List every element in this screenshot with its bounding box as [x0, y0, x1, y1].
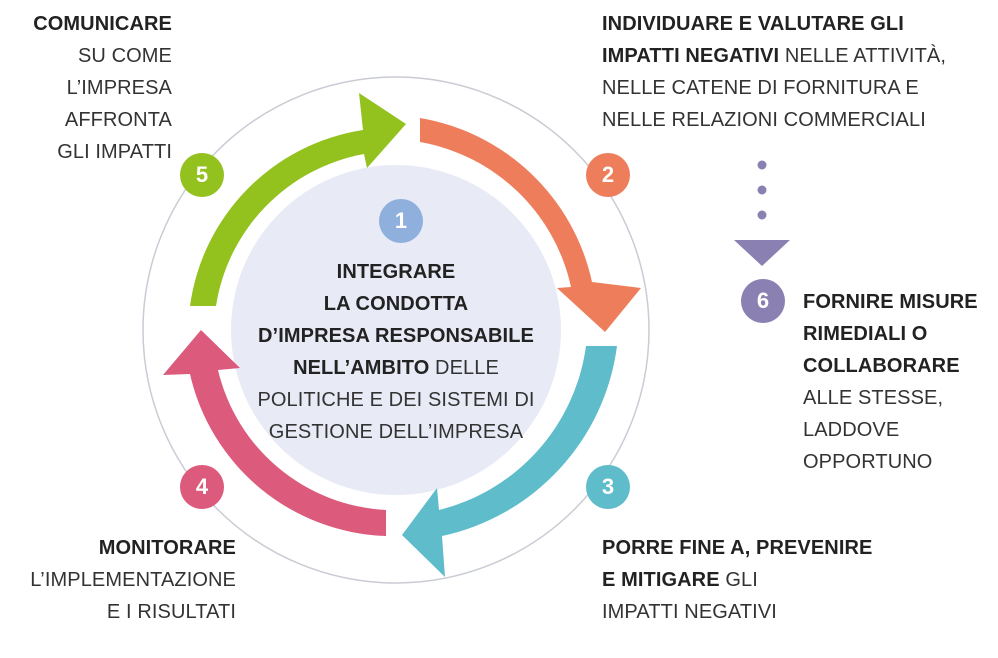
body-text: NELLE RELAZIONI COMMERCIALI	[602, 109, 926, 131]
emphasis-text: INDIVIDUARE E VALUTARE GLI	[602, 13, 904, 35]
text-line: NELL’AMBITO DELLE	[236, 352, 556, 384]
step-3-badge: 3	[586, 465, 630, 509]
body-text: DELLE	[429, 357, 499, 379]
body-text: SU COME	[77, 45, 172, 67]
text-line: GLI IMPATTI	[10, 136, 172, 168]
connector-dot	[757, 185, 767, 195]
emphasis-text: FORNIRE MISURE	[803, 291, 978, 313]
body-text: OPPORTUNO	[803, 451, 933, 473]
text-line: OPPORTUNO	[803, 446, 993, 478]
step-4-text: MONITORARE L’IMPLEMENTAZIONE E I RISULTATI	[10, 532, 236, 628]
step-2-text: INDIVIDUARE E VALUTARE GLI IMPATTI NEGATI…	[602, 8, 982, 136]
emphasis-text: MONITORARE	[98, 537, 236, 559]
text-line: LA CONDOTTA	[236, 288, 556, 320]
text-line: INTEGRARE	[236, 256, 556, 288]
step-3-text: PORRE FINE A, PREVENIRE E MITIGARE GLI IMP…	[602, 532, 902, 628]
emphasis-text: COLLABORARE	[803, 355, 960, 377]
body-text: L’IMPRESA	[66, 77, 172, 99]
text-line: NELLE RELAZIONI COMMERCIALI	[602, 104, 982, 136]
cycle-arrow-2-to-3	[420, 118, 641, 332]
text-line: IMPATTI NEGATIVI NELLE ATTIVITÀ,	[602, 40, 982, 72]
emphasis-text: PORRE FINE A, PREVENIRE	[602, 537, 873, 559]
body-text: AFFRONTA	[64, 109, 172, 131]
emphasis-text: INTEGRARE	[336, 261, 456, 283]
step-5-badge: 5	[180, 153, 224, 197]
text-line: INDIVIDUARE E VALUTARE GLI	[602, 8, 982, 40]
text-line: COLLABORARE	[803, 350, 993, 382]
body-text: NELLE ATTIVITÀ,	[779, 45, 946, 67]
text-line: L’IMPRESA	[10, 72, 172, 104]
emphasis-text: NELL’AMBITO	[293, 357, 430, 379]
center-disc	[231, 165, 561, 495]
body-text: E I RISULTATI	[106, 601, 236, 623]
body-text: L’IMPLEMENTAZIONE	[30, 569, 236, 591]
text-line: MONITORARE	[10, 532, 236, 564]
body-text: GESTIONE DELL’IMPRESA	[268, 421, 524, 443]
text-line: COMUNICARE	[10, 8, 172, 40]
text-line: POLITICHE E DEI SISTEMI DI	[236, 384, 556, 416]
emphasis-text: E MITIGARE	[602, 569, 720, 591]
emphasis-text: D’IMPRESA RESPONSABILE	[258, 325, 534, 347]
step-6-text: FORNIRE MISURE RIMEDIALI O COLLABORARE ALLE…	[803, 286, 993, 478]
text-line: IMPATTI NEGATIVI	[602, 596, 902, 628]
text-line: AFFRONTA	[10, 104, 172, 136]
step-6-badge: 6	[741, 279, 785, 323]
connector-dot	[757, 160, 767, 170]
body-text: GLI IMPATTI	[57, 141, 172, 163]
step-2-badge: 2	[586, 153, 630, 197]
emphasis-text: RIMEDIALI O	[803, 323, 928, 345]
text-line: NELLE CATENE DI FORNITURA E	[602, 72, 982, 104]
text-line: SU COME	[10, 40, 172, 72]
body-text: IMPATTI NEGATIVI	[602, 601, 777, 623]
text-line: RIMEDIALI O	[803, 318, 993, 350]
body-text: NELLE CATENE DI FORNITURA E	[602, 77, 919, 99]
emphasis-text: LA CONDOTTA	[323, 293, 469, 315]
text-line: ALLE STESSE,	[803, 382, 993, 414]
text-line: E I RISULTATI	[10, 596, 236, 628]
body-text: POLITICHE E DEI SISTEMI DI	[257, 389, 535, 411]
text-line: PORRE FINE A, PREVENIRE	[602, 532, 902, 564]
cycle-arrow-3-to-4	[402, 346, 617, 577]
body-text: ALLE STESSE,	[803, 387, 944, 409]
step-1-text: INTEGRARE LA CONDOTTA D’IMPRESA RESPONSABI…	[236, 256, 556, 448]
outer-ring	[142, 76, 650, 584]
text-line: E MITIGARE GLI	[602, 564, 902, 596]
step-1-badge: 1	[379, 199, 423, 243]
connector-dot	[757, 210, 767, 220]
text-line: D’IMPRESA RESPONSABILE	[236, 320, 556, 352]
text-line: LADDOVE	[803, 414, 993, 446]
text-line: FORNIRE MISURE	[803, 286, 993, 318]
step-4-badge: 4	[180, 465, 224, 509]
body-text: LADDOVE	[803, 419, 900, 441]
step-5-text: COMUNICARE SU COME L’IMPRESA AFFRONTA GLI IM…	[10, 8, 172, 168]
emphasis-text: IMPATTI NEGATIVI	[602, 45, 780, 67]
body-text: GLI	[719, 569, 758, 591]
cycle-arrow-4-to-5	[163, 330, 386, 536]
connector-arrowhead	[734, 240, 790, 266]
emphasis-text: COMUNICARE	[33, 13, 172, 35]
cycle-arrow-5-to-2	[190, 93, 406, 306]
text-line: GESTIONE DELL’IMPRESA	[236, 416, 556, 448]
text-line: L’IMPLEMENTAZIONE	[10, 564, 236, 596]
